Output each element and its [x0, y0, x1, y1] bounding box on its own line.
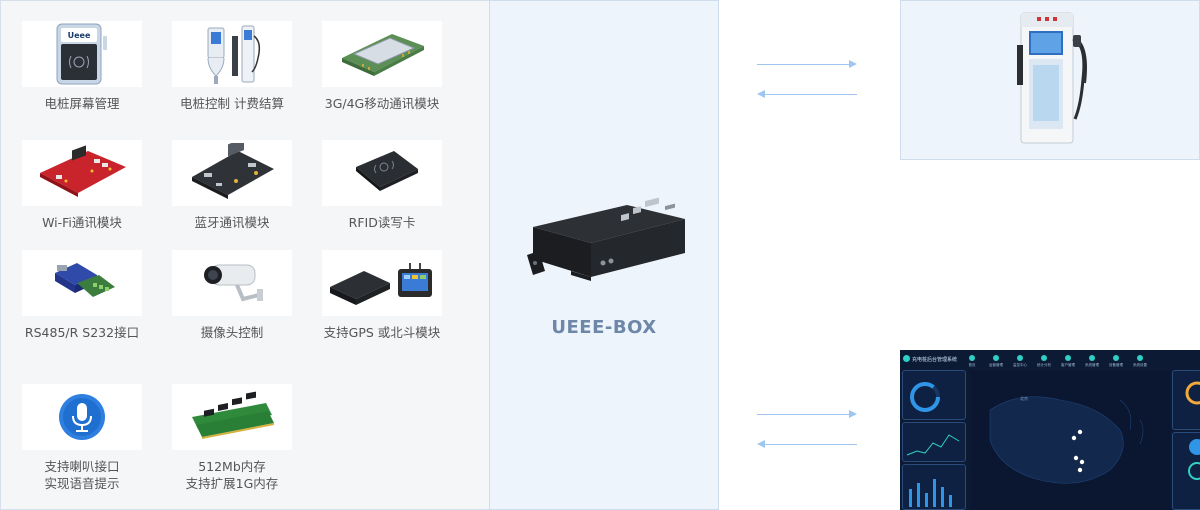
gps-module-icon: [322, 250, 442, 316]
dashboard-nav-item[interactable]: 系统管理: [1082, 355, 1102, 368]
memory-module-icon: [172, 384, 292, 450]
bluetooth-board-icon: [172, 140, 292, 206]
module-memory: 512Mb内存 支持扩展1G内存: [157, 384, 307, 492]
charging-station-panel: [900, 0, 1200, 160]
module-serial: RS485/R S232接口: [7, 250, 157, 341]
module-gps: 支持GPS 或北斗模块: [307, 250, 457, 341]
dashboard-nav-item[interactable]: 监控中心: [1010, 355, 1030, 368]
charging-station-icon: [1013, 9, 1093, 153]
module-speaker: 支持喇叭接口 实现语音提示: [7, 384, 157, 492]
rfid-reader-icon: [322, 140, 442, 206]
module-camera: 摄像头控制: [157, 250, 307, 341]
dashboard-nav-item[interactable]: 运营管理: [986, 355, 1006, 368]
module-label: RS485/R S232接口: [24, 325, 140, 340]
dashboard-nav-item[interactable]: 统计分析: [1034, 355, 1054, 368]
module-label: 电桩屏幕管理: [44, 96, 120, 111]
gateway-box-icon: [525, 197, 690, 296]
module-screen-management: Ueee 电桩屏幕管理: [7, 21, 157, 112]
dashboard-nav-item[interactable]: 设备管理: [1106, 355, 1126, 368]
dashboard-nav-item[interactable]: 首页: [962, 355, 982, 368]
cellular-module-icon: [322, 21, 442, 87]
screen-card-icon: Ueee: [22, 21, 142, 87]
wifi-board-icon: [22, 140, 142, 206]
dashboard-map: 北京: [970, 370, 1170, 510]
box-panel: UEEE-BOX: [489, 0, 719, 510]
svg-text:Ueee: Ueee: [68, 31, 91, 40]
module-label: 电桩控制 计费结算: [180, 96, 284, 111]
module-wifi: Wi-Fi通讯模块: [7, 140, 157, 231]
dashboard-right-widget: [1172, 370, 1200, 430]
serial-adapter-icon: [22, 250, 142, 316]
module-label: 支持GPS 或北斗模块: [323, 325, 441, 340]
module-label: 蓝牙通讯模块: [194, 215, 270, 230]
module-rfid: RFID读写卡: [307, 140, 457, 231]
module-bluetooth: 蓝牙通讯模块: [157, 140, 307, 231]
module-label: 3G/4G移动通讯模块: [324, 96, 440, 111]
map-city-label: 北京: [1020, 396, 1028, 401]
camera-icon: [172, 250, 292, 316]
module-label: 支持喇叭接口 实现语音提示: [44, 459, 120, 491]
module-label: 512Mb内存 支持扩展1G内存: [185, 459, 279, 491]
module-cellular: 3G/4G移动通讯模块: [307, 21, 457, 112]
module-label: Wi-Fi通讯模块: [42, 215, 122, 230]
modules-panel: Ueee 电桩屏幕管理 电桩控制 计费结算: [0, 0, 490, 510]
microphone-icon: [22, 384, 142, 450]
box-title: UEEE-BOX: [551, 317, 657, 338]
dashboard-line-widget: [902, 422, 966, 462]
module-label: 摄像头控制: [200, 325, 264, 340]
dashboard-gauge-widget: [902, 370, 966, 420]
dashboard-logo-icon: [903, 355, 910, 362]
dashboard-nav: 首页 运营管理 监控中心 统计分析 客户管理 系统管理 设备管理 系统设置: [962, 355, 1154, 368]
dashboard-title: 充电桩后台管理系统: [912, 357, 958, 363]
dashboard-right-widget-2: [1172, 432, 1200, 510]
management-dashboard-panel: 充电桩后台管理系统 首页 运营管理 监控中心 统计分析 客户管理 系统管理 设备…: [900, 350, 1200, 510]
dashboard-nav-item[interactable]: 系统设置: [1130, 355, 1150, 368]
map-marker-icon: [1071, 429, 1085, 473]
dashboard-nav-item[interactable]: 客户管理: [1058, 355, 1078, 368]
module-label: RFID读写卡: [348, 215, 416, 230]
dashboard-bar-widget: [902, 464, 966, 510]
module-charger-control: 电桩控制 计费结算: [157, 21, 307, 112]
charger-control-icon: [172, 21, 292, 87]
